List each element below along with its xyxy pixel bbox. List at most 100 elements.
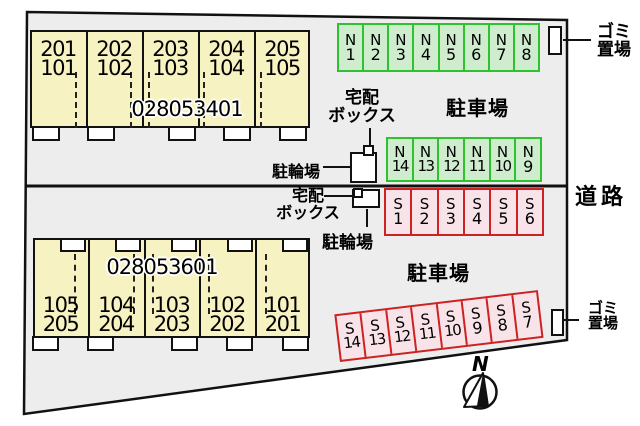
space-number: 11: [468, 156, 487, 175]
space-number: 3: [445, 209, 456, 228]
entrance-step-south: [226, 336, 253, 351]
space-letter: N: [496, 142, 509, 161]
interior-dashed-line: [75, 72, 77, 128]
interior-dashed-line: [133, 254, 135, 314]
space-number: 5: [445, 44, 457, 64]
space-letter: S: [472, 195, 482, 213]
interior-dashed-line: [152, 254, 154, 314]
space-letter: N: [419, 142, 432, 161]
entrance-alcove-south: [171, 238, 197, 252]
entrance-step-south: [32, 336, 59, 351]
entrance-step-south: [87, 336, 114, 351]
room-number-top: 105: [42, 293, 80, 317]
garbage-area-label-south-line2: 置場: [587, 314, 618, 332]
space-letter: N: [470, 30, 482, 49]
space-number: 4: [420, 44, 432, 64]
space-number: 10: [494, 156, 512, 175]
delivery-box-label-north-line1: 宅配: [345, 88, 379, 108]
delivery-box-label-north-line2: ボックス: [328, 106, 396, 126]
unit-divider: [198, 32, 200, 126]
space-letter: N: [471, 142, 483, 161]
room-number-bottom: 101: [40, 56, 77, 80]
room-number-top: 201: [40, 37, 77, 61]
garbage-area-label-north-line1: ゴミ: [597, 22, 631, 42]
entrance-step-north: [32, 126, 60, 141]
space-number: 13: [367, 329, 386, 350]
room-number-top: 202: [96, 37, 133, 61]
space-number: 4: [472, 209, 483, 228]
bicycle-parking-label-north: 駐輪場: [272, 162, 321, 181]
space-number: 2: [419, 209, 430, 228]
delivery-box-label-south-line2: ボックス: [276, 203, 340, 222]
entrance-step-north: [87, 126, 115, 141]
garbage-area-label-north-line2: 置場: [597, 40, 631, 60]
room-number-top: 203: [152, 37, 189, 61]
room-number-bottom: 202: [209, 312, 246, 336]
entrance-alcove-south: [227, 238, 253, 252]
space-number: 7: [496, 44, 507, 64]
building-north-serial: 028053401: [131, 97, 243, 121]
entrance-step-north: [168, 126, 196, 141]
unit-divider: [142, 32, 144, 126]
space-letter: N: [495, 30, 507, 49]
space-letter: S: [525, 195, 535, 213]
room-number-top: 103: [153, 293, 191, 317]
unit-divider: [88, 240, 90, 336]
space-letter: N: [395, 30, 407, 49]
space-letter: N: [344, 30, 357, 49]
space-number: 1: [345, 44, 356, 64]
compass-needle-dark-half: [477, 373, 488, 406]
room-number-bottom: 203: [153, 312, 191, 336]
space-number: 12: [392, 326, 411, 347]
room-number-bottom: 204: [98, 312, 135, 336]
interior-dashed-line: [148, 72, 150, 128]
parking-lot-label-north: 駐車場: [446, 96, 509, 120]
delivery-box-label-south-line1: 宅配: [291, 186, 324, 205]
space-number: 12: [443, 156, 461, 175]
delivery-box-label-south: 宅配 ボックス: [270, 187, 346, 221]
space-letter: N: [394, 142, 406, 161]
space-letter: N: [520, 30, 533, 49]
room-number-bottom: 105: [264, 56, 301, 80]
room-number-bottom: 104: [208, 56, 245, 80]
interior-dashed-line: [203, 72, 205, 128]
space-letter: S: [446, 195, 456, 213]
space-letter: S: [419, 195, 430, 213]
interior-dashed-line: [265, 254, 267, 314]
space-number: 2: [370, 44, 381, 64]
delivery-box-north: [350, 152, 377, 183]
room-number-top: 204: [208, 37, 245, 61]
space-number: 13: [417, 156, 435, 175]
space-number: 11: [417, 323, 437, 344]
entrance-alcove-south: [60, 238, 86, 252]
delivery-box-south-unit: [353, 188, 363, 198]
compass-north-label: N: [472, 352, 489, 376]
room-number-bottom: 205: [42, 312, 80, 336]
delivery-box-north-unit: [363, 145, 374, 156]
space-number: 5: [498, 209, 509, 228]
garbage-area-box-north: [548, 26, 562, 55]
entrance-alcove-south: [115, 238, 141, 252]
delivery-box-label-north: 宅配 ボックス: [316, 89, 408, 125]
building-south-serial: 028053601: [106, 255, 218, 279]
